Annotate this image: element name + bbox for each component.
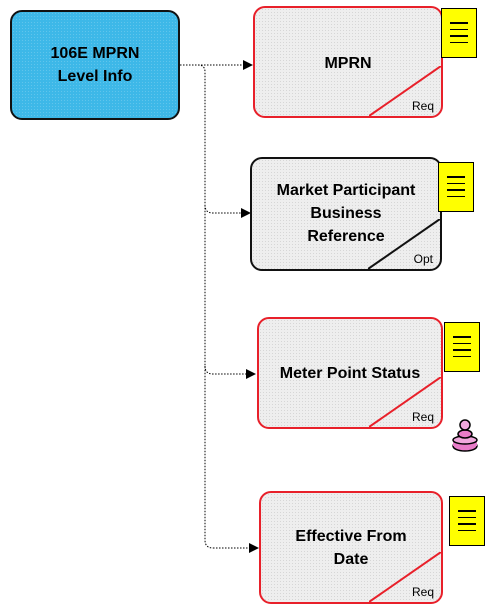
node-market-participant-title-line-1: Market Participant: [276, 182, 416, 199]
node-meter-point-status-tag: Req: [411, 410, 434, 424]
node-market-participant-tag: Opt: [413, 252, 433, 266]
note-icon[interactable]: [444, 322, 480, 372]
required-corner-marker: [369, 377, 441, 427]
node-effective-from-date[interactable]: Effective From Date Req: [259, 491, 443, 604]
node-mprn-title: MPRN: [324, 55, 372, 72]
node-effective-from-date-title: Effective From Date: [261, 525, 441, 571]
note-icon[interactable]: [438, 162, 474, 212]
note-icon[interactable]: [441, 8, 477, 58]
node-market-participant-title: Market Participant Business Reference: [252, 179, 440, 248]
node-mprn[interactable]: MPRN Req: [253, 6, 443, 118]
root-title-line-1: 106E MPRN: [50, 45, 140, 62]
root-node[interactable]: 106E MPRN Level Info: [10, 10, 180, 120]
node-meter-point-status-title: Meter Point Status: [279, 365, 421, 382]
root-node-title: 106E MPRN Level Info: [12, 42, 178, 88]
connector-meter-point-status: [204, 365, 256, 379]
node-meter-point-status[interactable]: Meter Point Status Req: [257, 317, 443, 429]
connector-trunk: [180, 64, 214, 549]
connector-market-participant: [204, 204, 251, 218]
node-effective-from-date-title-line-1: Effective From: [295, 528, 407, 545]
note-icon[interactable]: [449, 496, 485, 546]
node-effective-from-date-tag: Req: [411, 585, 434, 599]
required-corner-marker: [369, 552, 441, 602]
optional-corner-marker: [368, 219, 440, 269]
node-market-participant-title-line-2: Business: [310, 205, 382, 222]
node-market-participant-business-reference[interactable]: Market Participant Business Reference Op…: [250, 157, 442, 271]
stacked-user-icon[interactable]: [450, 416, 480, 452]
required-corner-marker: [369, 66, 441, 116]
node-effective-from-date-title-line-2: Date: [333, 551, 369, 568]
node-mprn-tag: Req: [411, 99, 434, 113]
root-title-line-2: Level Info: [57, 68, 133, 85]
node-market-participant-title-line-3: Reference: [307, 228, 385, 245]
